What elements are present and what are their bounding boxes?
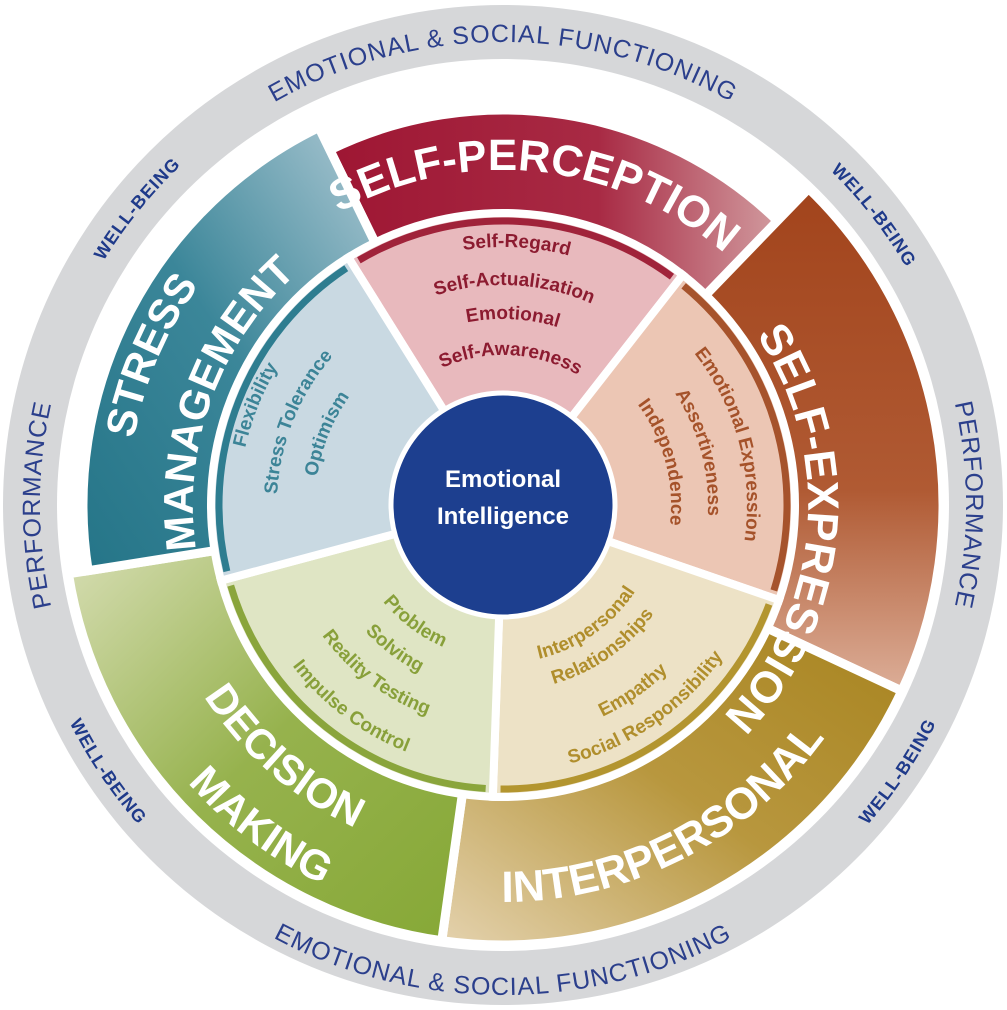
rim-stress-management xyxy=(215,265,349,573)
center-label-line2: Intelligence xyxy=(437,503,569,530)
rim-decision-making xyxy=(227,584,486,792)
rim-self-expression xyxy=(681,283,791,592)
center-label-line1: Emotional xyxy=(445,466,561,493)
rim-self-perception xyxy=(357,217,675,280)
rim-interpersonal xyxy=(500,603,773,793)
center-circle xyxy=(388,390,618,620)
